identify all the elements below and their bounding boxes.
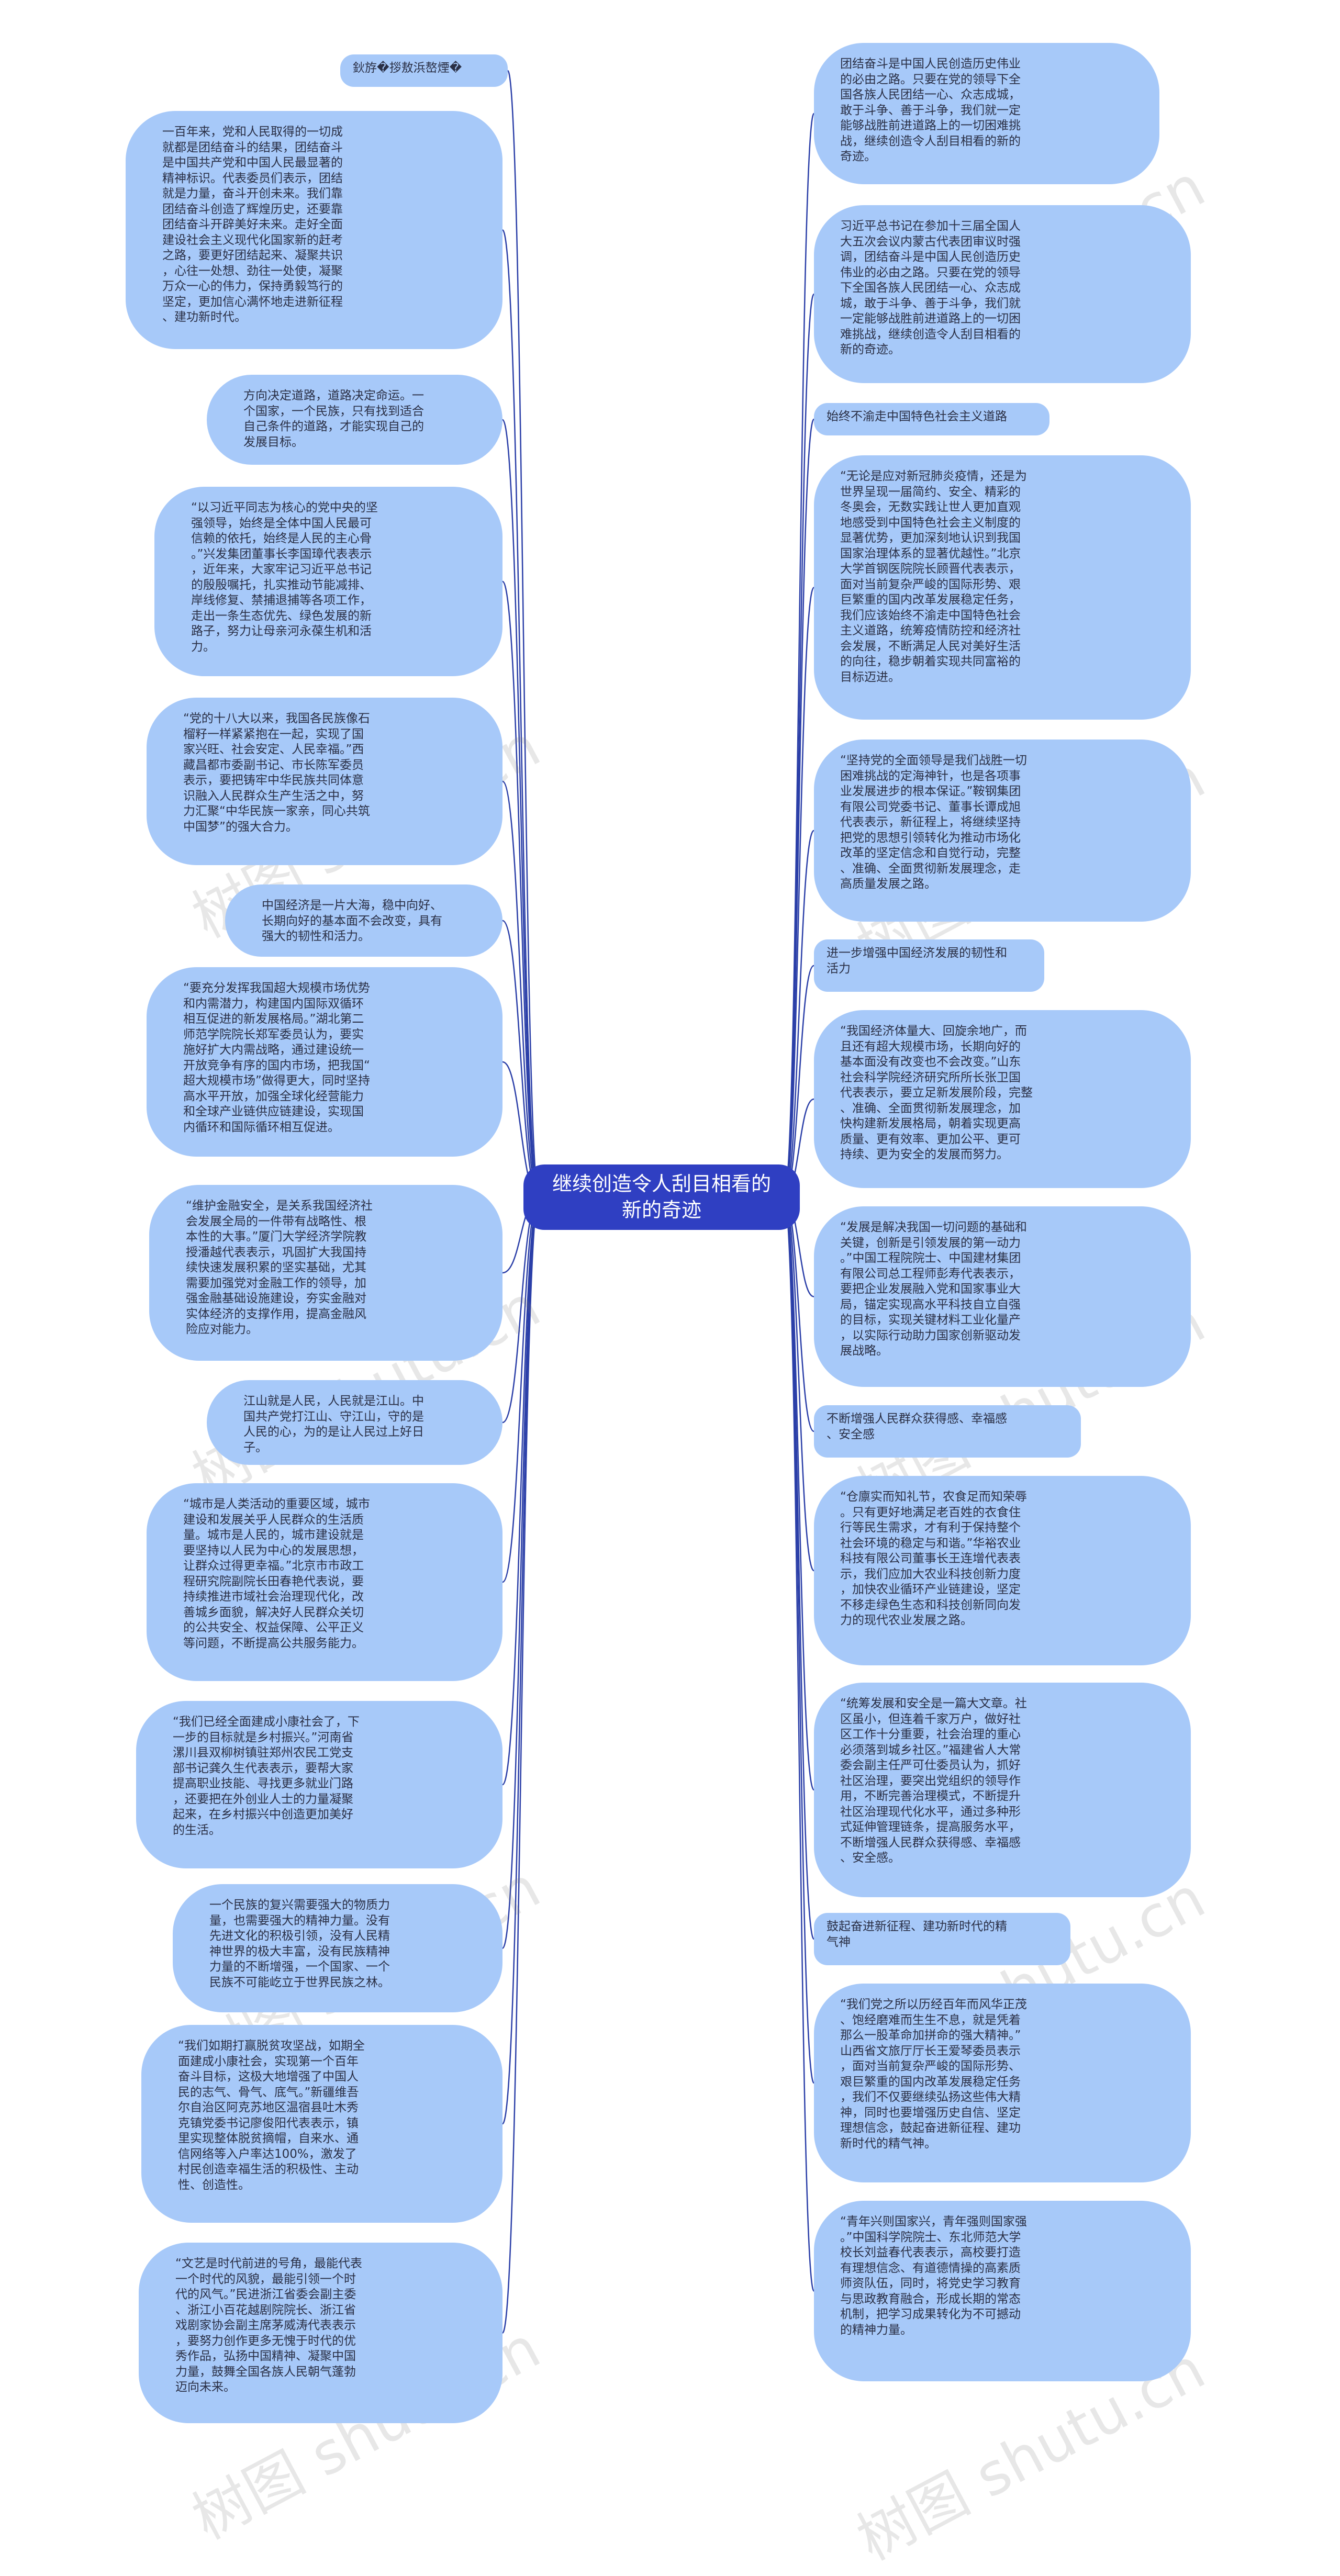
link-right-15 <box>783 293 815 1198</box>
right-node-13[interactable]: “青年兴则国家兴，青年强则国家强 。”中国科学院院士、东北师范大学 校长刘益春代… <box>814 2201 1191 2381</box>
left-node-3[interactable]: “以习近平同志为核心的党中央的坚 强领导，始终是全体中国人民最可 信赖的依托，始… <box>154 487 502 676</box>
left-node-11[interactable]: 一个民族的复兴需要强大的物质力 量，也需要强大的精神力量。没有 先进文化的积极引… <box>173 1884 502 2012</box>
left-node-13[interactable]: “文艺是时代前进的号角，最能代表 一个时代的风貌，最能引领一个时 代的风气。”民… <box>139 2243 502 2423</box>
right-node-11[interactable]: 鼓起奋进新征程、建功新时代的精 气神 <box>814 1913 1070 1965</box>
link-right-26 <box>783 1196 815 2084</box>
link-right-17 <box>783 587 815 1198</box>
right-node-4[interactable]: “坚持党的全面领导是我们战胜一切 困难挑战的定海神针，也是各项事 业发展进步的根… <box>814 740 1191 922</box>
right-node-10[interactable]: “统筹发展和安全是一篇大文章。社 区虽小，但连着千家万户，做好社 区工作十分重要… <box>814 1683 1191 1897</box>
left-node-6[interactable]: “要充分发挥我国超大规模市场优势 和内需潜力，构建国内国际双循环 相互促进的新发… <box>147 967 502 1157</box>
right-node-12[interactable]: “我们党之所以历经百年而风华正茂 、饱经磨难而生生不息，就是凭着 那么一股革命加… <box>814 1984 1191 2182</box>
right-node-2[interactable]: 始终不渝走中国特色社会主义道路 <box>814 403 1049 435</box>
link-right-14 <box>783 113 815 1198</box>
left-node-2[interactable]: 方向决定道路，道路决定命运。一 个国家，一个民族，只有找到适合 自己条件的道路，… <box>207 375 502 465</box>
center-topic[interactable]: 继续创造令人刮目相看的 新的奇迹 <box>523 1164 800 1230</box>
right-node-8[interactable]: 不断增强人民群众获得感、幸福感 、安全感 <box>814 1405 1081 1458</box>
right-node-3[interactable]: “无论是应对新冠肺炎疫情，还是为 世界呈现一届简约、安全、精彩的 冬奥会，无数实… <box>814 455 1191 720</box>
link-left-3 <box>501 580 540 1198</box>
left-node-4[interactable]: “党的十八大以来，我国各民族像石 榴籽一样紧紧抱在一起，实现了国 家兴旺、社会安… <box>147 698 502 865</box>
left-node-5[interactable]: 中国经济是一片大海，稳中向好、 长期向好的基本面不会改变，具有 强大的韧性和活力… <box>225 884 502 957</box>
link-right-16 <box>783 418 815 1198</box>
left-node-1[interactable]: 一百年来，党和人民取得的一切成 就都是团结奋斗的结果，团结奋斗 是中国共产党和中… <box>126 111 502 349</box>
link-right-27 <box>783 1196 815 2292</box>
right-node-9[interactable]: “仓廪实而知礼节，农食足而知荣辱 。只有更好地满足老百姓的衣食住 行等民生需求，… <box>814 1476 1191 1665</box>
right-node-0[interactable]: 团结奋斗是中国人民创造历史伟业 的必由之路。只要在党的领导下全 国各族人民团结一… <box>814 43 1159 184</box>
link-left-10 <box>501 1196 540 1786</box>
left-node-8[interactable]: 江山就是人民，人民就是江山。中 国共产党打江山、守江山，守的是 人民的心，为的是… <box>207 1380 502 1465</box>
link-left-1 <box>501 229 540 1198</box>
left-node-7[interactable]: “维护金融安全，是关系我国经济社 会发展全局的一件带有战略性、根 本性的大事。”… <box>149 1185 502 1361</box>
right-node-6[interactable]: “我国经济体量大、回旋余地广，而 且还有超大规模市场，长期向好的 基本面没有改变… <box>814 1010 1191 1188</box>
link-left-13 <box>501 1196 540 2334</box>
right-node-7[interactable]: “发展是解决我国一切问题的基础和 关键，创新是引领发展的第一动力 。”中国工程院… <box>814 1206 1191 1387</box>
left-node-12[interactable]: “我们如期打赢脱贫攻坚战，如期全 面建成小康社会，实现第一个百年 奋斗目标，这极… <box>141 2025 502 2223</box>
link-left-2 <box>501 419 540 1198</box>
link-left-9 <box>502 1196 540 1583</box>
right-node-1[interactable]: 习近平总书记在参加十三届全国人 大五次会议内蒙古代表团审议时强 调，团结奋斗是中… <box>814 205 1191 383</box>
left-node-0[interactable]: 鈥斿�拶敖浜嶅煙� <box>340 54 508 87</box>
left-node-10[interactable]: “我们已经全面建成小康社会了，下 一步的目标就是乡村振兴。”河南省 漯川县双柳树… <box>136 1701 502 1868</box>
link-left-0 <box>507 70 540 1198</box>
left-node-9[interactable]: “城市是人类活动的重要区域，城市 建设和发展关乎人民群众的生活质 量。城市是人民… <box>147 1483 502 1681</box>
right-node-5[interactable]: 进一步增强中国经济发展的韧性和 活力 <box>814 939 1044 992</box>
